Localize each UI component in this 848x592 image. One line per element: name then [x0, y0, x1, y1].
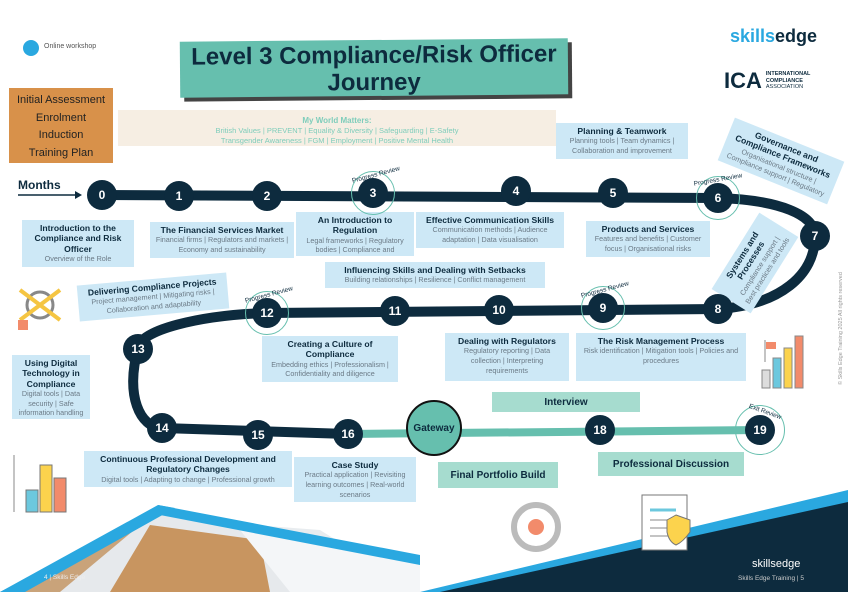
footer-logo: skillsedge: [752, 558, 801, 570]
month-node: 4: [501, 176, 531, 206]
month-node: 9: [588, 293, 618, 323]
module-0: Introduction to the Compliance and Risk …: [22, 220, 134, 267]
document-shield-icon: [641, 494, 691, 551]
month-node: 7: [800, 221, 830, 251]
copyright: © Skills Edge Training 2025 All rights r…: [838, 272, 844, 385]
month-node: 11: [380, 296, 410, 326]
module-10: Influencing Skills and Dealing with Setb…: [325, 262, 545, 289]
professional-discussion-box: Professional Discussion: [598, 452, 744, 476]
month-node: 19: [745, 415, 775, 445]
month-node: 3: [358, 178, 388, 208]
skills-edge-logo: skillsedge: [730, 26, 818, 46]
month-node: 15: [243, 420, 273, 450]
month-node: 14: [147, 413, 177, 443]
module-14: Continuous Professional Development and …: [84, 451, 292, 488]
month-node: 5: [598, 178, 628, 208]
month-node: 8: [703, 294, 733, 324]
footer-left: 4 | Skills Edge: [44, 574, 86, 581]
month-node: 18: [585, 415, 615, 445]
month-node: 2: [252, 181, 282, 211]
exit-review-ring: [735, 405, 785, 455]
progress-review-ring: [696, 176, 740, 220]
page-title: Level 3 Compliance/Risk Officer Journey: [179, 38, 569, 98]
month-node: 16: [333, 419, 363, 449]
month-node: 13: [123, 334, 153, 364]
online-workshop-dot: [23, 40, 39, 56]
my-world-matters: My World Matters:British Values | PREVEN…: [118, 110, 556, 146]
progress-review-ring: [581, 286, 625, 330]
interview-box: Interview: [492, 392, 640, 412]
month-node: 10: [484, 295, 514, 325]
bar-chart-icon: [761, 335, 804, 389]
final-portfolio-box: Final Portfolio Build: [438, 462, 558, 488]
progress-review-ring: [245, 291, 289, 335]
month-node: 0: [87, 180, 117, 210]
month-node: 1: [164, 181, 194, 211]
growth-chart-icon: [13, 455, 67, 513]
progress-review-ring: [351, 171, 395, 215]
month-node: 12: [252, 298, 282, 328]
magnifier-icon: [18, 288, 62, 330]
gateway-node: Gateway: [406, 400, 462, 456]
month-node: 6: [703, 183, 733, 213]
footer-right: Skills Edge Training | 5: [738, 575, 804, 582]
months-label: Months: [18, 178, 61, 192]
gear-cycle-icon: [511, 502, 561, 552]
legend-label: Online workshop: [44, 43, 97, 50]
